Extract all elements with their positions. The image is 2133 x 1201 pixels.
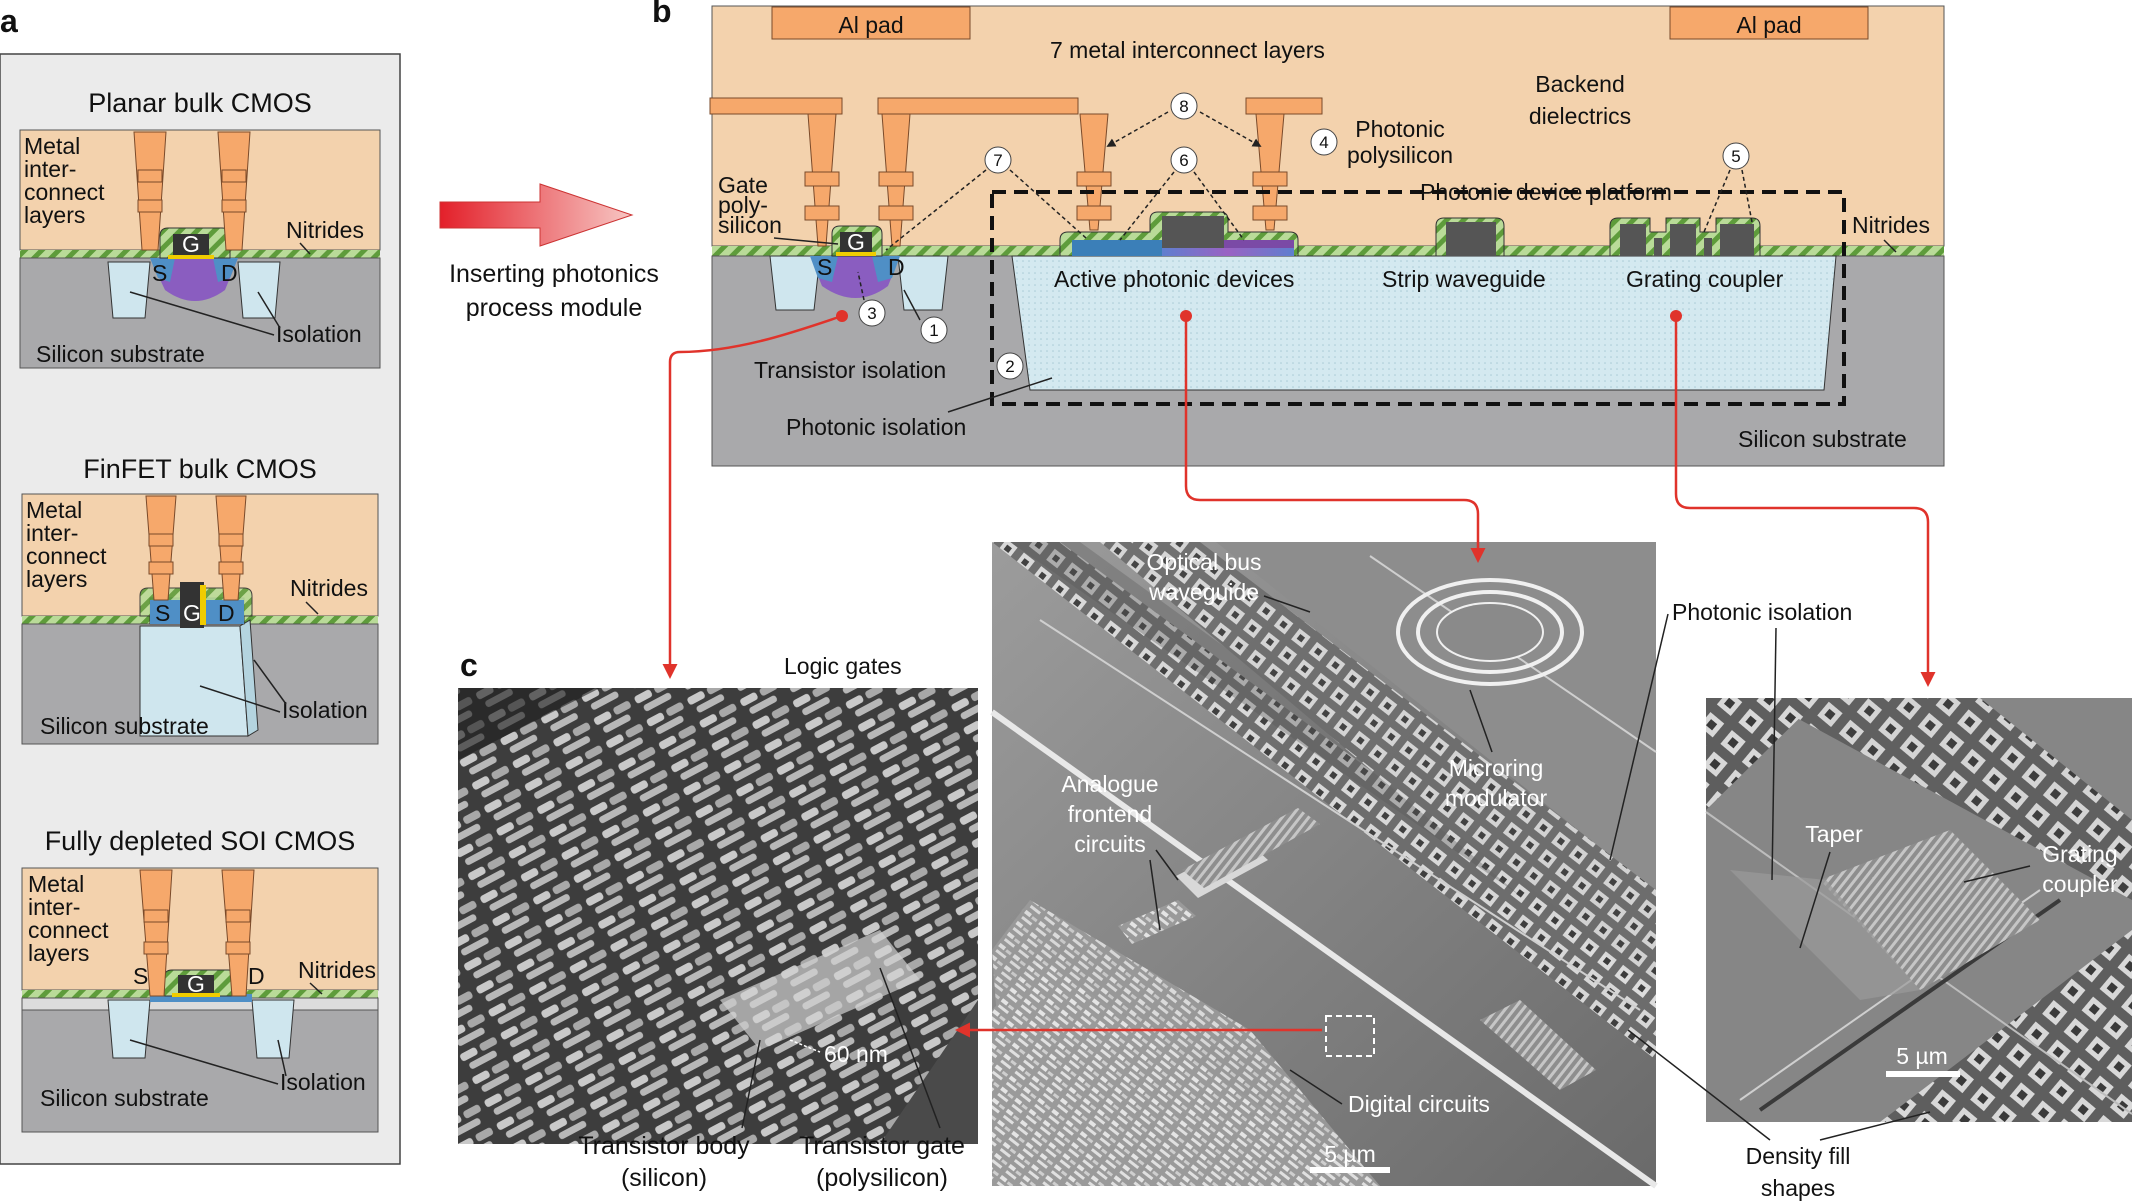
b-gate: G xyxy=(847,229,865,255)
svg-text:3: 3 xyxy=(867,304,876,323)
dimension-label: 60 nm xyxy=(824,1041,888,1067)
platform-label: Photonic device platform xyxy=(1420,179,1672,205)
soi-nitrides: Nitrides xyxy=(298,957,376,983)
grating-coupler-label: Grating coupler xyxy=(1626,266,1784,292)
marker-7: 7 xyxy=(984,146,1012,174)
svg-text:7: 7 xyxy=(993,151,1002,170)
soi-gate: G xyxy=(187,971,205,997)
right-scale-label: 5 µm xyxy=(1896,1043,1948,1069)
transistor-iso-label: Transistor isolation xyxy=(754,357,946,383)
panel-a-label: a xyxy=(0,3,18,39)
planar-drain: D xyxy=(221,260,238,286)
planar-gate: G xyxy=(182,231,200,257)
marker-3: 3 xyxy=(858,299,886,327)
svg-text:8: 8 xyxy=(1179,97,1188,116)
planar-title: Planar bulk CMOS xyxy=(88,88,312,118)
sem-logic-image: 60 nm xyxy=(458,688,978,1144)
svg-text:2: 2 xyxy=(1005,357,1014,376)
b-substrate: Silicon substrate xyxy=(1738,426,1907,452)
marker-2: 2 xyxy=(996,352,1024,380)
finfet-isolation: Isolation xyxy=(282,697,368,723)
b-source: S xyxy=(817,254,832,280)
logic-gates-title: Logic gates xyxy=(784,653,902,679)
dot-active xyxy=(1180,310,1192,322)
soi-drain: D xyxy=(248,963,265,989)
planar-substrate: Silicon substrate xyxy=(36,341,205,367)
connector-arrows xyxy=(662,314,1936,1038)
active-devices-label: Active photonic devices xyxy=(1054,266,1294,292)
transistor-gate-label: Transistor gate(polysilicon) xyxy=(799,1132,965,1192)
finfet-drain: D xyxy=(218,600,235,626)
middle-scale-label: 5 µm xyxy=(1324,1141,1376,1167)
taper-label: Taper xyxy=(1805,821,1863,847)
marker-5: 5 xyxy=(1722,142,1750,170)
planar-isolation: Isolation xyxy=(276,321,362,347)
marker-8: 8 xyxy=(1170,92,1198,120)
metal-layers-label: 7 metal interconnect layers xyxy=(1050,37,1325,63)
al-pad-right: Al pad xyxy=(1736,12,1801,38)
marker-6: 6 xyxy=(1170,146,1198,174)
b-drain: D xyxy=(888,254,905,280)
marker-1: 1 xyxy=(920,316,948,344)
finfet-nitrides: Nitrides xyxy=(290,575,368,601)
b-nitrides: Nitrides xyxy=(1852,212,1930,238)
panel-b-label: b xyxy=(652,0,672,29)
process-arrow xyxy=(439,183,634,247)
soi-source: S xyxy=(133,963,148,989)
finfet-title: FinFET bulk CMOS xyxy=(83,454,317,484)
marker-4: 4 xyxy=(1310,128,1338,156)
outside-photonic-iso: Photonic isolation xyxy=(1672,599,1852,625)
soi-isolation: Isolation xyxy=(280,1069,366,1095)
planar-nitrides: Nitrides xyxy=(286,217,364,243)
finfet-substrate: Silicon substrate xyxy=(40,713,209,739)
photonics-cross-section: Al pad Al pad 7 metal interconnect layer… xyxy=(709,5,1945,467)
svg-text:6: 6 xyxy=(1179,151,1188,170)
svg-text:4: 4 xyxy=(1319,133,1328,152)
panel-c-label: c xyxy=(460,647,478,683)
al-pad-left: Al pad xyxy=(838,12,903,38)
digital-label: Digital circuits xyxy=(1348,1091,1490,1117)
dot-transistor xyxy=(836,310,848,322)
finfet-gate: G xyxy=(183,600,201,626)
soi-substrate: Silicon substrate xyxy=(40,1085,209,1111)
dot-grating xyxy=(1670,310,1682,322)
soi-title: Fully depleted SOI CMOS xyxy=(45,826,356,856)
svg-text:1: 1 xyxy=(929,321,938,340)
finfet-source: S xyxy=(155,600,170,626)
photonic-iso-label: Photonic isolation xyxy=(786,414,966,440)
svg-text:5: 5 xyxy=(1731,147,1740,166)
platform-box xyxy=(990,190,1846,406)
planar-source: S xyxy=(152,260,167,286)
strip-waveguide-label: Strip waveguide xyxy=(1382,266,1546,292)
transistor-body-label: Transistor body(silicon) xyxy=(578,1132,750,1192)
